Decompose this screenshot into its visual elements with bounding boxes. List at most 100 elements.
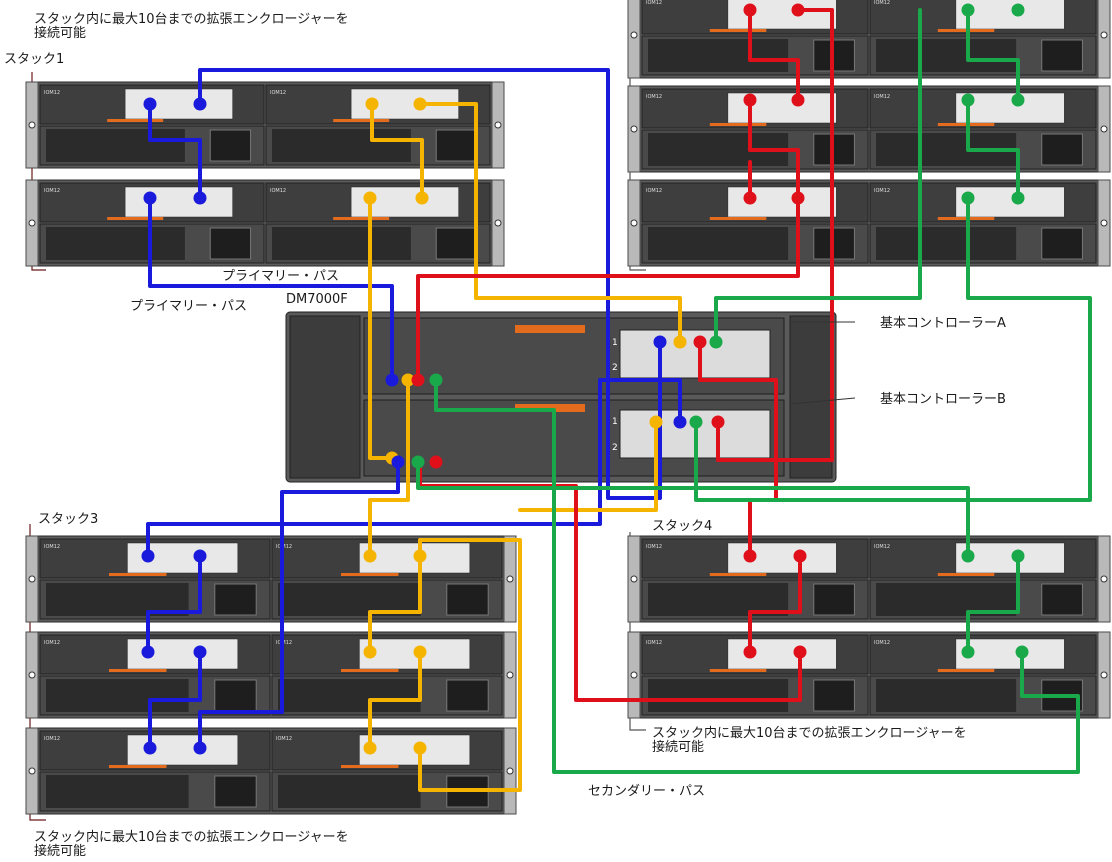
cable-connector-20	[385, 373, 399, 387]
cable-red-stack4-cascade	[748, 554, 802, 654]
cable-connector-31	[711, 415, 725, 429]
cable-connector-44	[363, 645, 377, 659]
cable-connector-13	[791, 191, 805, 205]
cable-connector-39	[193, 645, 207, 659]
cable-yellow-stack3-bottom-return	[418, 538, 522, 792]
cable-connector-11	[791, 93, 805, 107]
cable-red-stack2-cascade-2	[748, 98, 800, 200]
cable-green-ctl-a-to-stack2-top	[714, 8, 922, 344]
iom-tag: IOM12	[874, 640, 890, 646]
iom-tag: IOM12	[44, 90, 60, 96]
cable-yellow-stack1-to-ctl-b	[368, 196, 394, 460]
cable-connector-23	[429, 373, 443, 387]
iom-tag: IOM12	[646, 94, 662, 100]
iom-tag: IOM12	[276, 544, 292, 550]
cable-connector-5	[413, 97, 427, 111]
port-1-a: 1	[612, 338, 618, 348]
cable-connector-22	[411, 373, 425, 387]
cable-connector-49	[793, 549, 807, 563]
controller-a-sas-card	[619, 329, 771, 379]
controller-a-latch	[515, 325, 585, 333]
cable-yellow-ctl-b-drop	[518, 420, 658, 512]
cable-blue-ctl-b-to-stack3-bottom	[198, 460, 400, 750]
iom-tag: IOM12	[276, 736, 292, 742]
psu-left	[289, 315, 361, 479]
note-bottom-line2: 接続可能	[34, 844, 87, 859]
stack2-shelf-3: IOM12 IOM12	[627, 179, 1111, 267]
stack4-shelf-1: IOM12 IOM12	[627, 535, 1111, 623]
iom-tag: IOM12	[646, 188, 662, 194]
cable-connector-2	[143, 191, 157, 205]
cable-connector-40	[143, 741, 157, 755]
primary-path-label-1: プライマリー・パス	[222, 269, 340, 284]
cable-connector-48	[743, 549, 757, 563]
cable-blue-stack1-cascade	[148, 102, 202, 200]
cable-red-ctl-b-to-stack2-top	[716, 8, 834, 462]
controller-b-label: 基本コントローラーB	[880, 392, 1006, 407]
cable-yellow-stack1-cascade	[370, 102, 424, 200]
cable-connector-53	[1011, 549, 1025, 563]
cable-connector-37	[193, 549, 207, 563]
cable-blue-stack1-top	[198, 68, 662, 500]
cables-layer	[141, 3, 1092, 792]
cable-connector-10	[743, 93, 757, 107]
cable-connector-30	[689, 415, 703, 429]
cable-connector-19	[1011, 191, 1025, 205]
port-1-b: 1	[612, 417, 618, 427]
iom-tag: IOM12	[874, 188, 890, 194]
cable-yellow-stack1-to-ctl-a	[418, 102, 682, 344]
stack3-shelf-1: IOM12 IOM12	[25, 535, 517, 623]
cable-connector-38	[141, 645, 155, 659]
cable-connector-41	[193, 741, 207, 755]
cable-connector-35	[429, 455, 443, 469]
iom-tag: IOM12	[44, 736, 60, 742]
cable-connector-18	[961, 191, 975, 205]
cable-blue-stack1-to-ctl-a	[148, 196, 394, 382]
secondary-path-label: セカンダリー・パス	[588, 784, 706, 799]
cable-connector-8	[743, 3, 757, 17]
cable-connector-9	[791, 3, 805, 17]
controller-model-label: DM7000F	[286, 292, 348, 307]
cable-connector-17	[1011, 93, 1025, 107]
leader-controller-b	[789, 397, 856, 405]
stack4-label: スタック4	[652, 519, 713, 534]
stack1-label: スタック1	[4, 52, 65, 67]
note-top-line2: 接続可能	[34, 26, 87, 41]
cable-red-ctl-a-to-stack2	[416, 188, 800, 382]
stack3-label: スタック3	[38, 512, 99, 527]
stack1-shelf-1: IOM12 IOM12	[25, 81, 505, 169]
iom-tag: IOM12	[270, 90, 286, 96]
cable-blue-stack3-cascade-1	[146, 554, 202, 654]
cable-connector-46	[363, 741, 377, 755]
cable-connector-43	[413, 549, 427, 563]
cable-connector-21	[401, 373, 415, 387]
cable-connector-55	[1015, 645, 1029, 659]
cable-connector-15	[1011, 3, 1025, 17]
cable-connector-51	[793, 645, 807, 659]
cable-green-stack2-cascade-2	[966, 98, 1020, 200]
cable-connector-33	[391, 455, 405, 469]
stack3-shelf-2: IOM12 IOM12	[25, 631, 517, 719]
iom-tag: IOM12	[874, 0, 890, 6]
iom-tag: IOM12	[874, 544, 890, 550]
iom-tag: IOM12	[276, 640, 292, 646]
port-2-b: 2	[612, 443, 618, 453]
cable-connector-7	[415, 191, 429, 205]
cable-green-stack4-cascade	[966, 554, 1020, 654]
iom-tag: IOM12	[44, 544, 60, 550]
stack2-shelf-2: IOM12 IOM12	[627, 85, 1111, 173]
cable-connector-29	[673, 415, 687, 429]
iom-tag: IOM12	[646, 544, 662, 550]
iom-tag: IOM12	[874, 94, 890, 100]
iom-tag: IOM12	[44, 640, 60, 646]
psu-right	[789, 315, 833, 479]
cable-connector-0	[143, 97, 157, 111]
cable-connector-54	[961, 645, 975, 659]
note-right-line2: 接続可能	[652, 740, 705, 755]
cable-blue-ctl-b-to-stack3-top	[146, 378, 682, 558]
port-2-a: 2	[612, 363, 618, 373]
note-top-line1: スタック内に最大10台までの拡張エンクロージャーを	[34, 12, 349, 27]
